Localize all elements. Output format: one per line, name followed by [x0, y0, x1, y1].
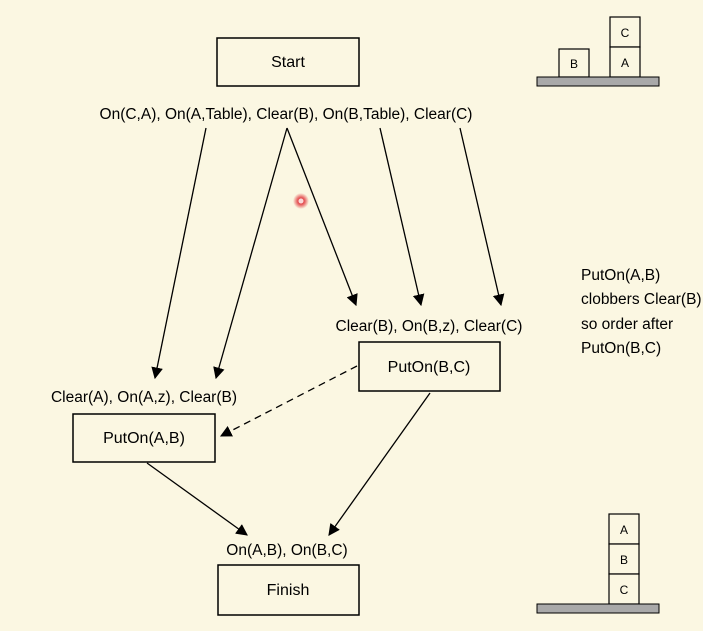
- initial-table: [536, 76, 660, 87]
- causal-link-clear-c: [459, 127, 505, 307]
- block-a-initial-label: A: [621, 56, 629, 70]
- causal-link-on-b-c: [328, 392, 431, 536]
- puton-b-c-label: PutOn(B,C): [388, 359, 471, 376]
- note-line-2: clobbers Clear(B): [581, 291, 702, 308]
- puton-b-c-preconditions: Clear(B), On(B,z), Clear(C): [336, 318, 523, 335]
- finish-preconditions: On(A,B), On(B,C): [226, 542, 347, 559]
- start-effects: On(C,A), On(A,Table), Clear(B), On(B,Tab…: [100, 106, 473, 123]
- note-line-1: PutOn(A,B): [581, 267, 660, 284]
- block-a-goal-label: A: [620, 523, 628, 537]
- initial-state-illustration: B C A: [536, 16, 660, 87]
- puton-a-b-label: PutOn(A,B): [103, 430, 185, 447]
- block-b-goal-label: B: [620, 553, 628, 567]
- puton-a-b-node: PutOn(A,B): [72, 413, 216, 463]
- block-c-goal: [608, 573, 640, 605]
- start-node: Start: [216, 37, 360, 87]
- ordering-constraint-arrow: [219, 365, 358, 437]
- causal-link-clear-b-to-puton-a-b: [213, 127, 288, 380]
- note-line-3: so order after: [581, 316, 673, 333]
- finish-label: Finish: [267, 582, 310, 599]
- block-c-initial: [609, 16, 641, 48]
- causal-link-clear-a: [151, 127, 207, 380]
- block-b-initial-label: B: [570, 57, 578, 71]
- pointer-dot-icon: [293, 193, 309, 209]
- causal-link-on-b-table: [379, 127, 425, 307]
- puton-a-b-preconditions: Clear(A), On(A,z), Clear(B): [51, 389, 237, 406]
- goal-table: [536, 603, 660, 614]
- causal-link-clear-b-to-puton-b-c: [286, 127, 358, 307]
- clobber-note: PutOn(A,B) clobbers Clear(B) so order af…: [581, 267, 702, 357]
- finish-node: Finish: [217, 564, 360, 616]
- puton-b-c-node: PutOn(B,C): [358, 341, 501, 392]
- goal-state-illustration: A B C: [536, 513, 660, 614]
- block-a-goal: [608, 513, 640, 545]
- block-c-goal-label: C: [620, 583, 629, 597]
- note-line-4: PutOn(B,C): [581, 340, 661, 357]
- start-label: Start: [271, 54, 305, 71]
- block-c-initial-label: C: [621, 26, 630, 40]
- causal-link-on-a-b: [146, 462, 248, 536]
